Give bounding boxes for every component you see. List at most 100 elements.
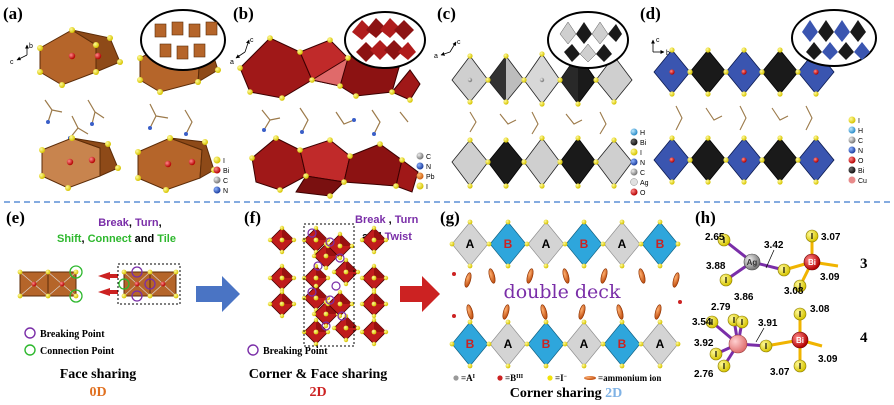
svg-text:I: I [783,266,785,275]
transform-actions-f-line1: Break , Turn [355,214,419,226]
svg-text:c: c [656,37,660,44]
svg-text:A: A [618,237,627,251]
svg-text:A: A [504,337,513,351]
axis-c-label: c [10,59,14,66]
axis-triad-c: c a [434,39,461,60]
svg-text:I: I [765,342,767,351]
legend-a: I Bi C N [213,156,230,195]
coordination-3: I I I I I Ag Bi 2.65 3.42 3.07 3.88 3.09… [705,229,868,297]
svg-text:B: B [656,237,665,251]
legend-e: Breaking Point Connection Point [24,327,115,357]
svg-text:O: O [640,190,646,197]
svg-text:Bi: Bi [223,168,230,175]
svg-text:Bi: Bi [858,168,865,175]
svg-text:=BIII: =BIII [505,373,524,383]
layer-g-lower: B A B A B A [449,319,681,369]
caption-f: Corner & Face sharing [249,367,388,382]
panel-b-label: (b) [233,4,254,23]
svg-text:b: b [666,50,670,57]
svg-text:I: I [858,118,860,125]
svg-text:I: I [733,316,735,325]
legend-d: I H C N O Bi Cu [848,116,867,185]
inset-circle-d [791,9,877,67]
svg-text:O: O [858,158,864,165]
blue-arrow [196,276,240,312]
svg-text:C: C [426,154,431,161]
panel-e-label: (e) [6,208,25,227]
svg-text:3.09: 3.09 [820,272,840,283]
caption-g: Corner sharing 2D [510,386,623,401]
svg-text:Bi: Bi [808,258,816,267]
svg-text:3.09: 3.09 [818,354,838,365]
svg-text:3.91: 3.91 [758,318,778,329]
svg-text:=I−: =I− [555,373,568,383]
organic-cations-b [261,107,409,136]
svg-text:3.88: 3.88 [706,261,726,272]
svg-text:=ammonium ion: =ammonium ion [598,373,661,383]
panel-f: (f) Break , Turn and Twist [244,208,419,400]
organic-cations-a [44,99,193,140]
svg-text:I: I [811,232,813,241]
svg-text:3.07: 3.07 [821,232,841,243]
svg-text:N: N [223,188,228,195]
panel-c: (c) c a [434,4,649,197]
inset-circle-b [344,11,426,69]
panel-d-label: (d) [640,4,661,23]
svg-text:Bi: Bi [796,336,804,345]
svg-text:B: B [466,337,475,351]
axis-triad-d: c b [651,37,670,57]
svg-text:I: I [723,362,725,371]
svg-text:Ag: Ag [747,258,758,267]
svg-text:A: A [656,337,665,351]
legend-c: H Bi I N C Ag O [630,128,649,197]
svg-text:N: N [858,148,863,155]
transform-actions-e-line1: Break, Turn, [98,217,161,229]
svg-text:H: H [640,130,645,137]
svg-text:B: B [542,337,551,351]
svg-text:I: I [799,310,801,319]
panel-h-label: (h) [695,208,716,227]
organic-cations-d [675,105,813,131]
face-sharing-unit-right [117,263,181,305]
svg-text:C: C [640,170,645,177]
layer-g-upper: A B A B A B [449,219,681,269]
svg-text:A: A [466,237,475,251]
svg-text:3.08: 3.08 [784,286,804,297]
svg-text:I: I [640,150,642,157]
svg-text:C: C [223,178,228,185]
panel-a: (a) b c [3,4,230,195]
svg-text:I: I [426,184,428,191]
corner-face-network [267,223,389,347]
svg-text:I: I [725,276,727,285]
svg-text:c: c [457,39,461,46]
svg-text:Pb: Pb [426,174,435,181]
svg-text:3.42: 3.42 [764,240,784,251]
svg-text:I: I [799,362,801,371]
ammonium-ions-g [452,267,682,321]
svg-text:I: I [715,350,717,359]
svg-text:2.65: 2.65 [705,232,725,243]
svg-text:N: N [426,164,431,171]
svg-text:Cu: Cu [858,178,867,185]
transform-actions-e-line2: Shift, Connect and Tile [57,233,176,245]
layer-d-lower [653,135,835,185]
dimension-f: 2D [309,385,326,400]
svg-text:B: B [618,337,627,351]
svg-text:I: I [711,318,713,327]
svg-text:=AI: =AI [461,373,476,383]
svg-text:3.92: 3.92 [694,338,714,349]
compound-4-label: 4 [860,330,868,346]
svg-text:A: A [580,337,589,351]
svg-text:c: c [250,37,254,44]
organic-cations-c [469,111,607,135]
svg-text:2.76: 2.76 [694,369,714,380]
svg-text:Bi: Bi [640,140,647,147]
svg-text:I: I [741,318,743,327]
legend-g: =AI =BIII =I− =ammonium ion [453,373,661,383]
layer-c-lower [451,135,633,189]
svg-text:3.54: 3.54 [692,317,712,328]
svg-text:I: I [799,282,801,291]
inset-circle-a [140,9,226,71]
svg-text:C: C [858,138,863,145]
